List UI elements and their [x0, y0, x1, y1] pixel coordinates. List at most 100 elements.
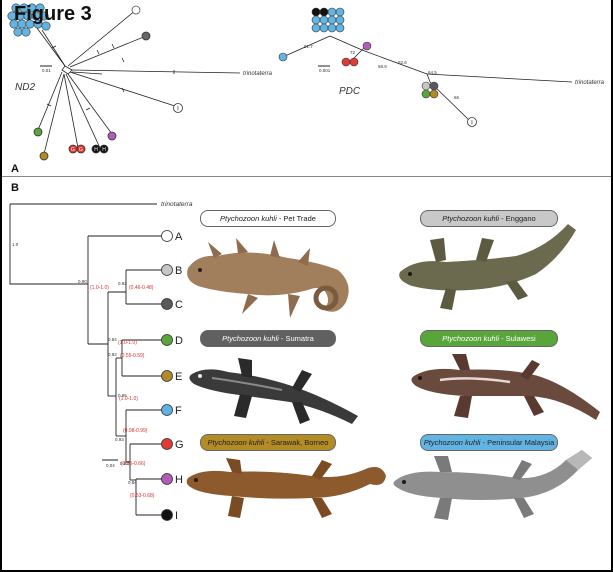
pdc-node-i — [467, 117, 477, 127]
tip-marker-g — [161, 438, 173, 450]
nd2-branch — [71, 69, 241, 74]
tip-marker-d — [161, 334, 173, 346]
tip-label-e: E — [175, 371, 182, 383]
node-support: 0.90 — [78, 279, 87, 284]
tip-label-d: D — [175, 335, 183, 347]
node-support: 0.84 — [128, 480, 137, 485]
pdc-branch — [426, 73, 431, 83]
nd2-black-node — [99, 144, 109, 154]
nd2-red-node-label: G — [71, 147, 75, 153]
gecko-photo-sarawak-borneo — [186, 458, 386, 518]
branch-root — [9, 204, 88, 285]
node-interval: (0.98-0.99) — [123, 428, 148, 434]
nd2-tick — [96, 49, 100, 55]
nd2-red-node-label: G — [79, 147, 83, 153]
nd2-branch — [37, 71, 63, 131]
nd2-tick — [121, 57, 125, 63]
tree-scale-label: 0.04 — [106, 463, 115, 468]
tree-branches — [9, 203, 162, 516]
pdc-branch — [329, 35, 363, 51]
panel-b-letter: B — [11, 182, 19, 194]
pdc-value: 72 — [350, 50, 356, 55]
node-support: 0.96 — [118, 393, 127, 398]
nd2-branch — [67, 9, 137, 67]
pdc-branch — [361, 49, 428, 75]
tree-outgroup-label: trinotaterra — [161, 201, 193, 208]
nd2-grey-node — [141, 31, 151, 41]
tip-marker-e — [161, 370, 173, 382]
node-support: 0.93 — [115, 437, 124, 442]
panel-a-networks: I ND2 0.01 trinotaterra — [7, 3, 605, 161]
pdc-value: 64.5 — [428, 70, 437, 75]
nd2-network — [23, 9, 241, 155]
node-interval: (0.55-0.59) — [120, 353, 145, 359]
nd2-branch — [71, 71, 103, 75]
nd2-branch — [41, 29, 66, 67]
node-interval: (0.53-0.68) — [130, 493, 155, 499]
pdc-label: PDC — [339, 86, 361, 97]
pdc-value: 82.6 — [398, 60, 407, 65]
pdc-scale-label: 0.001 — [319, 68, 331, 73]
pdc-node-i-label: I — [471, 121, 473, 127]
photo-label-sarawak-borneo: Ptychozoon kuhli - Sarawak, Borneo — [200, 434, 336, 451]
pdc-purple-node — [362, 41, 372, 51]
pdc-value: 68.9 — [378, 64, 387, 69]
nd2-outgroup-label: trinotaterra — [243, 71, 273, 77]
nd2-white-node — [131, 5, 141, 15]
tip-label-b: B — [175, 265, 182, 277]
gecko-photo-peninsular-malaysia — [393, 450, 592, 520]
pdc-branch — [284, 35, 331, 57]
tip-label-h: H — [175, 474, 183, 486]
tip-marker-a — [161, 230, 173, 242]
pdc-value: 66 — [454, 95, 460, 100]
nd2-black-node-label: H — [94, 147, 98, 153]
nd2-branch — [67, 73, 113, 135]
photo-label-enggano: Ptychozoon kuhli - Enggano — [420, 210, 558, 227]
nd2-tick — [46, 103, 52, 107]
panel-a-letter: A — [11, 163, 19, 175]
nd2-node-i-label: I — [177, 107, 179, 113]
pdc-red-node — [349, 57, 359, 67]
node-interval: (1.0-1.0) — [119, 396, 138, 402]
node-interval: (0.55-0.66) — [121, 461, 146, 467]
tip-label-g: G — [175, 439, 184, 451]
nd2-tick — [85, 107, 91, 111]
nd2-purple-node — [107, 131, 117, 141]
tip-marker-c — [161, 298, 173, 310]
pdc-outgroup-label: trinotaterra — [575, 80, 605, 86]
node-interval: (0.46-0.48) — [129, 285, 154, 291]
nd2-branch — [69, 71, 179, 108]
pdc-branch — [426, 73, 573, 83]
pdc-blue-node — [278, 52, 288, 62]
node-interval: (1.0-1.0) — [118, 340, 137, 346]
nd2-blue-cluster — [7, 3, 51, 37]
nd2-branch — [65, 73, 101, 149]
tip-marker-i — [161, 509, 173, 521]
node-support: 0.82 — [108, 352, 117, 357]
nd2-green-node — [33, 127, 43, 137]
nd2-branch — [69, 35, 147, 68]
nd2-branch — [33, 23, 66, 67]
photo-label-sulawesi: Ptychozoon kuhli - Sulawesi — [420, 330, 558, 347]
tip-label-f: F — [175, 405, 182, 417]
nd2-branch — [63, 73, 79, 149]
panel-separator — [2, 176, 611, 177]
nd2-tick — [111, 43, 115, 49]
photo-label-peninsular-malaysia: Ptychozoon kuhli - Peninsular Malaysia — [420, 434, 558, 451]
nd2-branch — [43, 73, 65, 155]
node-support: 0.84 — [108, 337, 117, 342]
tree-node-labels: 0.90(1.0-1.0)0.92(0.46-0.48)0.84(1.0-1.0… — [78, 279, 155, 499]
nd2-tick — [51, 45, 57, 49]
tip-marker-h — [161, 473, 173, 485]
gecko-photo-sulawesi — [411, 354, 600, 420]
gecko-photo-sumatra — [189, 358, 358, 424]
root-support: 1.0 — [12, 242, 19, 247]
figure-title: Figure 3 — [14, 3, 92, 25]
tip-label-a: A — [175, 231, 183, 243]
tip-marker-b — [161, 264, 173, 276]
photo-label-pet-trade: Ptychozoon kuhli - Pet Trade — [200, 210, 336, 227]
node-interval: (1.0-1.0) — [90, 285, 109, 291]
